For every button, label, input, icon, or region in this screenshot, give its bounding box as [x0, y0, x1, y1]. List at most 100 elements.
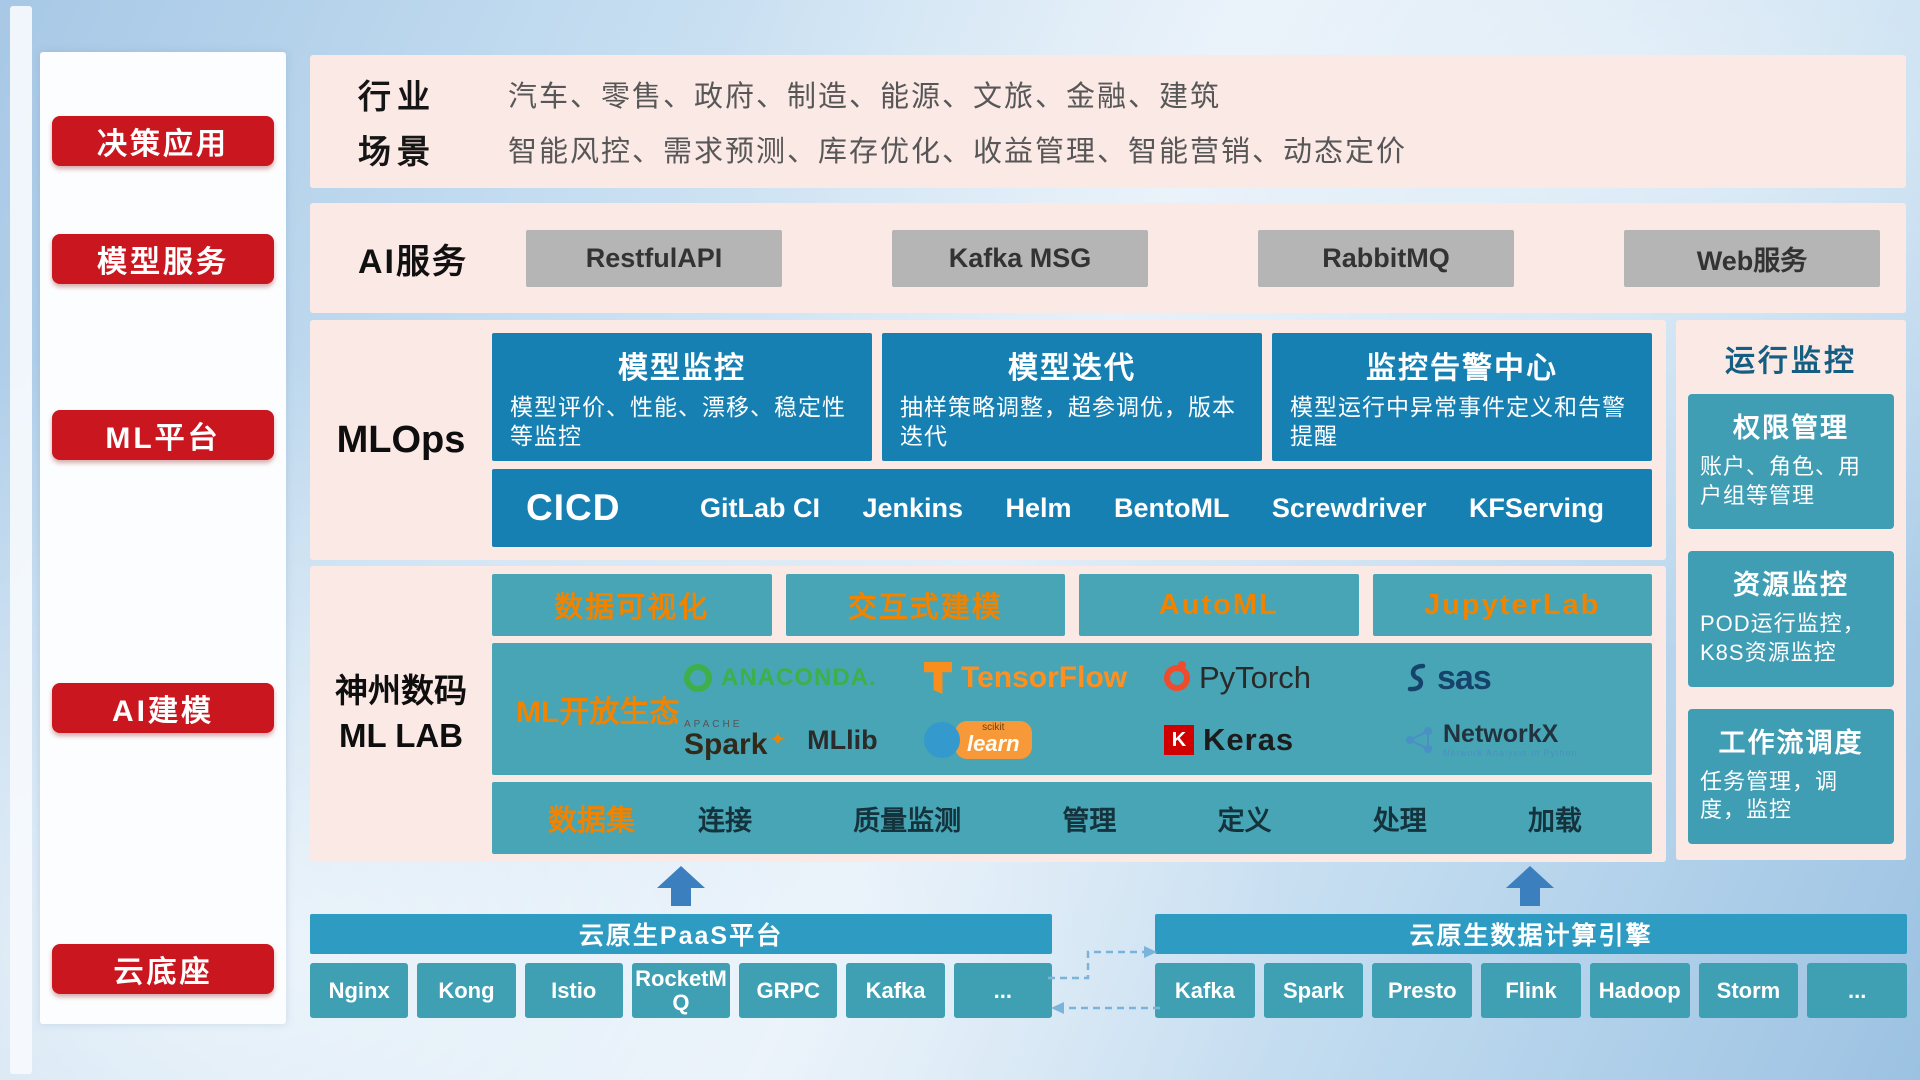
monitor-cards: 权限管理 账户、角色、用户组等管理 资源监控 POD运行监控，K8S资源监控 工…: [1688, 394, 1894, 844]
keras-logo: K Keras: [1164, 722, 1404, 758]
card-title: 工作流调度: [1718, 727, 1864, 758]
workflow-scheduling-card: 工作流调度 任务管理，调度，监控: [1688, 708, 1894, 844]
spark-star-icon: ✦: [769, 729, 787, 751]
dataset-item-process: 处理: [1372, 805, 1427, 836]
data-engine-components: Kafka Spark Presto Flink Hadoop Storm ..…: [1155, 963, 1908, 1018]
operation-monitoring-panel: 运行监控 权限管理 账户、角色、用户组等管理 资源监控 POD运行监控，K8S资…: [1676, 320, 1906, 860]
cicd-tool-bentoml: BentoML: [1113, 492, 1230, 523]
card-desc: 抽样策略调整，超参调优，版本迭代: [900, 394, 1236, 450]
dataset-item-manage: 管理: [1062, 805, 1117, 836]
networkx-wordmark: NetworkX Network Analysis in Python: [1443, 720, 1578, 758]
service-kafka-msg: Kafka MSG: [892, 229, 1148, 287]
component-presto: Presto: [1372, 963, 1473, 1018]
cicd-tool-jenkins: Jenkins: [862, 492, 964, 523]
data-visualization-button: 数据可视化: [492, 574, 772, 636]
card-desc: 任务管理，调度，监控: [1700, 768, 1839, 823]
sas-wordmark: sas: [1437, 658, 1492, 697]
interactive-modeling-button: 交互式建模: [785, 574, 1065, 636]
tensorflow-icon: [924, 662, 952, 694]
data-engine-panel: 云原生数据计算引擎 Kafka Spark Presto Flink Hadoo…: [1155, 914, 1908, 1018]
spark-mllib-logo: APACHE Spark✦ MLlib: [684, 720, 924, 760]
component-kafka: Kafka: [1155, 963, 1255, 1018]
data-engine-header: 云原生数据计算引擎: [1155, 914, 1907, 954]
scenario-label: 场景: [358, 132, 436, 170]
up-arrow-data-engine: [1506, 866, 1554, 910]
scenario-value: 智能风控、需求预测、库存优化、收益管理、智能营销、动态定价: [508, 135, 1408, 168]
dataset-bar: 数据集 连接 质量监测 管理 定义 处理 加载: [492, 782, 1652, 854]
ml-lab-label: 神州数码 ML LAB: [310, 574, 492, 854]
ai-service-label: AI服务: [358, 242, 468, 281]
sas-swirl-icon: [1407, 663, 1426, 692]
pytorch-logo: PyTorch: [1164, 660, 1404, 696]
pytorch-icon: [1164, 661, 1190, 691]
cicd-tool-screwdriver: Screwdriver: [1271, 492, 1427, 523]
cicd-tool-helm: Helm: [1005, 492, 1072, 523]
component-more: ...: [953, 963, 1052, 1018]
scikit-circle-icon: [924, 722, 960, 758]
left-accent-strip: [10, 6, 32, 1074]
keras-wordmark: Keras: [1203, 722, 1295, 757]
industry-value: 汽车、零售、政府、制造、能源、文旅、金融、建筑: [508, 81, 1222, 114]
card-desc: 账户、角色、用户组等管理: [1700, 454, 1862, 508]
mlops-label: MLOps: [336, 418, 466, 461]
component-grpc: GRPC: [739, 963, 838, 1018]
cicd-tool-gitlab: GitLab CI: [700, 492, 820, 523]
automl-button: AutoML: [1079, 574, 1359, 636]
service-rabbitmq: RabbitMQ: [1258, 229, 1514, 287]
keras-icon: K: [1164, 725, 1194, 755]
component-storm: Storm: [1698, 963, 1799, 1018]
card-desc: 模型评价、性能、漂移、稳定性等监控: [510, 394, 846, 450]
component-nginx: Nginx: [310, 963, 409, 1018]
card-title: 权限管理: [1733, 413, 1849, 443]
sidebar-panel: [40, 52, 286, 1024]
component-more: ...: [1807, 963, 1908, 1018]
model-monitoring-card: 模型监控 模型评价、性能、漂移、稳定性等监控: [492, 333, 872, 461]
pytorch-wordmark: PyTorch: [1199, 660, 1311, 695]
sidebar-item-cloud-base: 云底座: [52, 944, 274, 994]
ml-lab-label-line1: 神州数码: [335, 672, 467, 710]
industry-label: 行业: [358, 78, 436, 116]
cicd-tool-kfserving: KFServing: [1468, 492, 1604, 523]
scikit-learn-logo: scikit learn: [924, 721, 1164, 759]
industry-scenario-panel: 行业 汽车、零售、政府、制造、能源、文旅、金融、建筑 场景 智能风控、需求预测、…: [310, 55, 1906, 188]
dataset-label: 数据集: [548, 805, 636, 837]
data-exchange-arrows: [1048, 946, 1160, 1014]
ecosystem-logo-grid: ANACONDA. TensorFlow PyTorch sa: [684, 649, 1644, 769]
sidebar-item-model-service: 模型服务: [52, 234, 274, 284]
mlops-content: 模型监控 模型评价、性能、漂移、稳定性等监控 模型迭代 抽样策略调整，超参调优，…: [492, 333, 1652, 547]
service-restfulapi: RestfulAPI: [526, 229, 782, 287]
paas-header: 云原生PaaS平台: [310, 914, 1052, 954]
permission-management-card: 权限管理 账户、角色、用户组等管理: [1688, 394, 1894, 530]
component-rocketmq: RocketMQ: [631, 963, 731, 1018]
sidebar-item-decision-application: 决策应用: [52, 116, 274, 166]
card-title: 模型迭代: [1008, 352, 1136, 385]
up-arrow-paas: [657, 866, 705, 910]
dataset-item-connect: 连接: [698, 805, 752, 836]
ml-lab-feature-buttons: 数据可视化 交互式建模 AutoML JupyterLab: [492, 574, 1652, 636]
card-desc: POD运行监控，K8S资源监控: [1700, 611, 1866, 665]
paas-platform-panel: 云原生PaaS平台 Nginx Kong Istio RocketMQ GRPC…: [310, 914, 1052, 1018]
operation-monitoring-title: 运行监控: [1725, 345, 1857, 378]
model-iteration-card: 模型迭代 抽样策略调整，超参调优，版本迭代: [882, 333, 1262, 461]
spark-wordmark: APACHE Spark✦: [684, 719, 787, 761]
component-hadoop: Hadoop: [1589, 963, 1690, 1018]
mlops-panel: MLOps 模型监控 模型评价、性能、漂移、稳定性等监控 模型迭代 抽样策略调整…: [310, 320, 1666, 560]
component-kafka: Kafka: [846, 963, 945, 1018]
sidebar-item-ai-modeling: AI建模: [52, 683, 274, 733]
alert-center-card: 监控告警中心 模型运行中异常事件定义和告警提醒: [1272, 333, 1652, 461]
card-title: 模型监控: [618, 352, 746, 385]
component-spark: Spark: [1263, 963, 1364, 1018]
ml-open-ecosystem-label: ML开放生态: [516, 696, 680, 729]
card-title: 监控告警中心: [1366, 352, 1558, 385]
ai-service-panel: AI服务 RestfulAPI Kafka MSG RabbitMQ Web服务: [310, 203, 1906, 313]
paas-components: Nginx Kong Istio RocketMQ GRPC Kafka ...: [310, 963, 1052, 1018]
component-flink: Flink: [1481, 963, 1581, 1018]
cicd-tools: GitLab CI Jenkins Helm BentoML Screwdriv…: [656, 493, 1618, 524]
scikit-learn-wordmark: scikit learn: [955, 721, 1032, 759]
dataset-item-load: 加载: [1527, 805, 1582, 836]
mllib-wordmark: MLlib: [807, 724, 878, 755]
jupyterlab-button: JupyterLab: [1372, 574, 1652, 636]
networkx-logo: NetworkX Network Analysis in Python: [1404, 721, 1644, 758]
ml-lab-panel: 神州数码 ML LAB 数据可视化 交互式建模 AutoML JupyterLa…: [310, 566, 1666, 862]
resource-monitoring-card: 资源监控 POD运行监控，K8S资源监控: [1688, 551, 1894, 687]
